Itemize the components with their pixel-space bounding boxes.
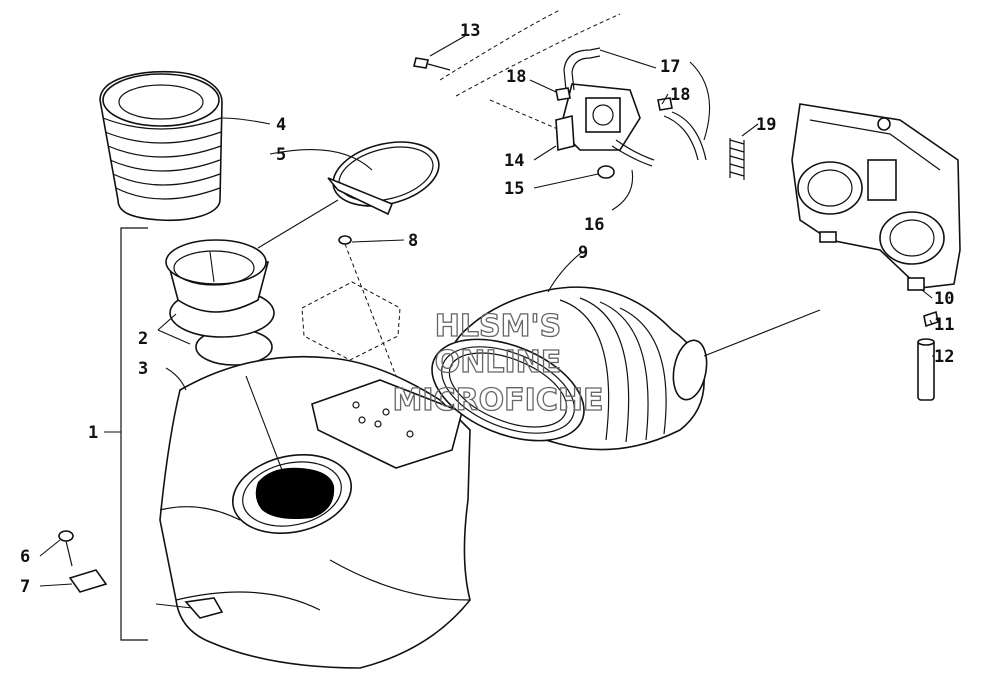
clip-7[interactable] bbox=[68, 569, 108, 593]
callout-14: 14 bbox=[504, 151, 524, 171]
small-clamp-11[interactable] bbox=[923, 310, 939, 328]
callout-16: 16 bbox=[584, 215, 604, 235]
watermark-line-3: MICROFICHE bbox=[393, 383, 604, 418]
screw-8[interactable] bbox=[338, 235, 421, 439]
callout-1: 1 bbox=[88, 423, 98, 443]
callout-3: 3 bbox=[138, 359, 148, 379]
callout-18-left: 18 bbox=[506, 67, 526, 87]
callout-5: 5 bbox=[276, 145, 286, 165]
fuel-pump[interactable] bbox=[555, 83, 641, 152]
chassis-outline bbox=[439, 9, 621, 131]
callout-7: 7 bbox=[20, 577, 30, 597]
fuel-line-16[interactable] bbox=[611, 139, 655, 167]
leader-lines bbox=[39, 35, 934, 609]
air-silencer-box[interactable] bbox=[159, 355, 471, 669]
callout-4: 4 bbox=[276, 115, 286, 135]
hose-clamp[interactable] bbox=[326, 132, 445, 216]
intake-adapter[interactable] bbox=[165, 239, 275, 366]
fitting-15[interactable] bbox=[597, 165, 615, 179]
callout-19: 19 bbox=[756, 115, 776, 135]
intake-boot[interactable] bbox=[417, 286, 711, 461]
watermark-line-2: ONLINE bbox=[435, 345, 562, 380]
watermark: HLSM'S ONLINE MICROFICHE bbox=[392, 308, 604, 418]
callout-13: 13 bbox=[460, 21, 480, 41]
group-bracket-1 bbox=[120, 227, 148, 641]
callout-12: 12 bbox=[934, 347, 954, 367]
spring-19[interactable] bbox=[729, 138, 745, 180]
clamp-18-left[interactable] bbox=[555, 87, 571, 101]
callout-9: 9 bbox=[578, 243, 588, 263]
callout-2: 2 bbox=[138, 329, 148, 349]
fuel-line-17[interactable] bbox=[563, 47, 707, 161]
callout-17: 17 bbox=[660, 57, 680, 77]
clamp-18-right[interactable] bbox=[657, 97, 673, 111]
callout-6: 6 bbox=[20, 547, 30, 567]
callout-15: 15 bbox=[504, 179, 524, 199]
carburetor-assembly[interactable] bbox=[791, 103, 961, 291]
watermark-line-1: HLSM'S bbox=[435, 309, 561, 344]
rivet-6[interactable] bbox=[58, 530, 74, 567]
callout-10: 10 bbox=[934, 289, 954, 309]
screw-13[interactable] bbox=[413, 57, 451, 71]
callout-18-right: 18 bbox=[670, 85, 690, 105]
bellows-boot[interactable] bbox=[99, 70, 223, 222]
vent-hose-12[interactable] bbox=[917, 338, 935, 401]
callout-8: 8 bbox=[408, 231, 418, 251]
callout-labels: 1 2 3 4 5 6 7 8 9 10 11 12 13 14 15 16 1… bbox=[20, 21, 954, 597]
mounting-bracket[interactable] bbox=[301, 281, 401, 361]
callout-11: 11 bbox=[934, 315, 954, 335]
